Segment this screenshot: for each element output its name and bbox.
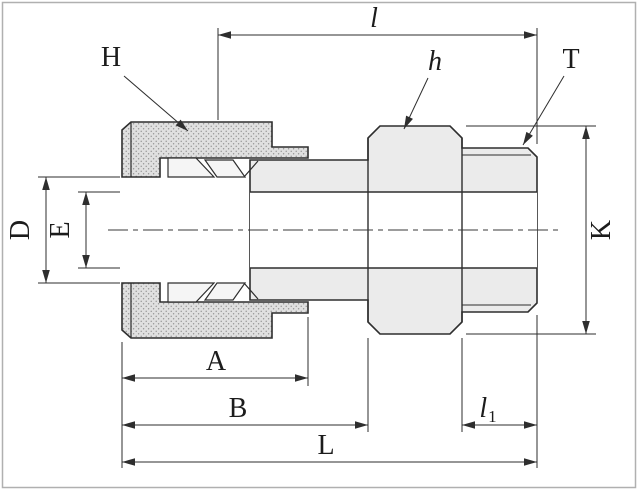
front-ferrule-top xyxy=(167,157,216,178)
dimension-label-E: E xyxy=(45,221,76,238)
dimension-E: E xyxy=(45,191,120,269)
dimension-H: H xyxy=(101,42,189,132)
dimension-D: D xyxy=(5,176,120,284)
dimension-label-D: D xyxy=(5,220,36,240)
dimension-label-h: h xyxy=(428,46,442,77)
dimension-label-A: A xyxy=(206,346,227,377)
dimension-L: L xyxy=(122,430,537,466)
leader-line xyxy=(123,75,189,132)
dimension-h: h xyxy=(403,46,442,130)
front-ferrule-bottom xyxy=(167,282,216,303)
thread-root-line xyxy=(462,154,531,306)
dimension-l: l xyxy=(217,3,538,144)
l1-subscript: 1 xyxy=(488,407,497,426)
dimension-A: A xyxy=(121,317,309,468)
back-ferrule-bottom xyxy=(203,282,247,301)
dimension-label-L: L xyxy=(317,430,334,461)
dimension-label-T: T xyxy=(562,44,579,75)
dimension-l1: l1 xyxy=(461,315,538,468)
dimension-T: T xyxy=(522,44,580,146)
leader-line xyxy=(522,75,565,146)
bore-line xyxy=(250,191,537,269)
nut-upper-half xyxy=(121,121,309,178)
seat-cone-edge xyxy=(243,160,259,300)
dimension-label-K: K xyxy=(586,220,617,240)
dimensions: l H h T D E xyxy=(5,3,617,468)
dimension-B: B xyxy=(122,338,369,432)
l1-main: l xyxy=(479,393,487,424)
nut-lower-half xyxy=(121,282,309,339)
dimension-label-H: H xyxy=(101,42,121,73)
dimension-label-B: B xyxy=(229,393,248,424)
dimension-label-l: l xyxy=(370,3,378,34)
dimension-label-l1: l1 xyxy=(479,393,496,426)
dimension-K: K xyxy=(466,125,617,335)
back-ferrule-top xyxy=(203,159,247,178)
leader-line xyxy=(403,77,429,130)
